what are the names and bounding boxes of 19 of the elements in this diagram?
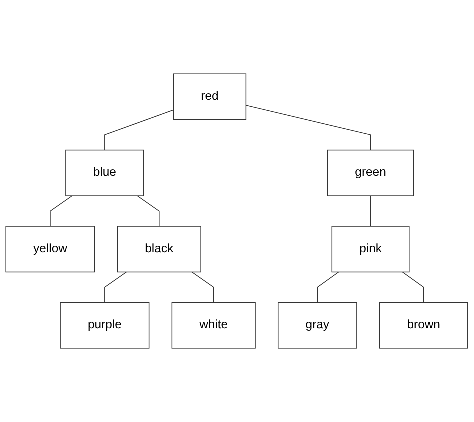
connector [104,109,174,150]
connector [50,195,73,227]
node-box: brown [379,302,468,349]
node-box: red [173,73,247,120]
connector [246,104,372,150]
node-box: yellow [6,226,96,272]
node-box: green [327,150,414,196]
node-box: white [172,302,256,349]
node-box: purple [60,302,150,349]
node-box: pink [332,226,410,272]
connector [402,272,424,303]
connector [192,272,214,303]
connector [104,272,128,303]
connector [370,195,372,227]
connector [317,272,340,303]
connector [137,195,160,227]
node-box: black [117,226,202,272]
node-box: blue [66,150,144,196]
node-box: gray [278,302,358,349]
